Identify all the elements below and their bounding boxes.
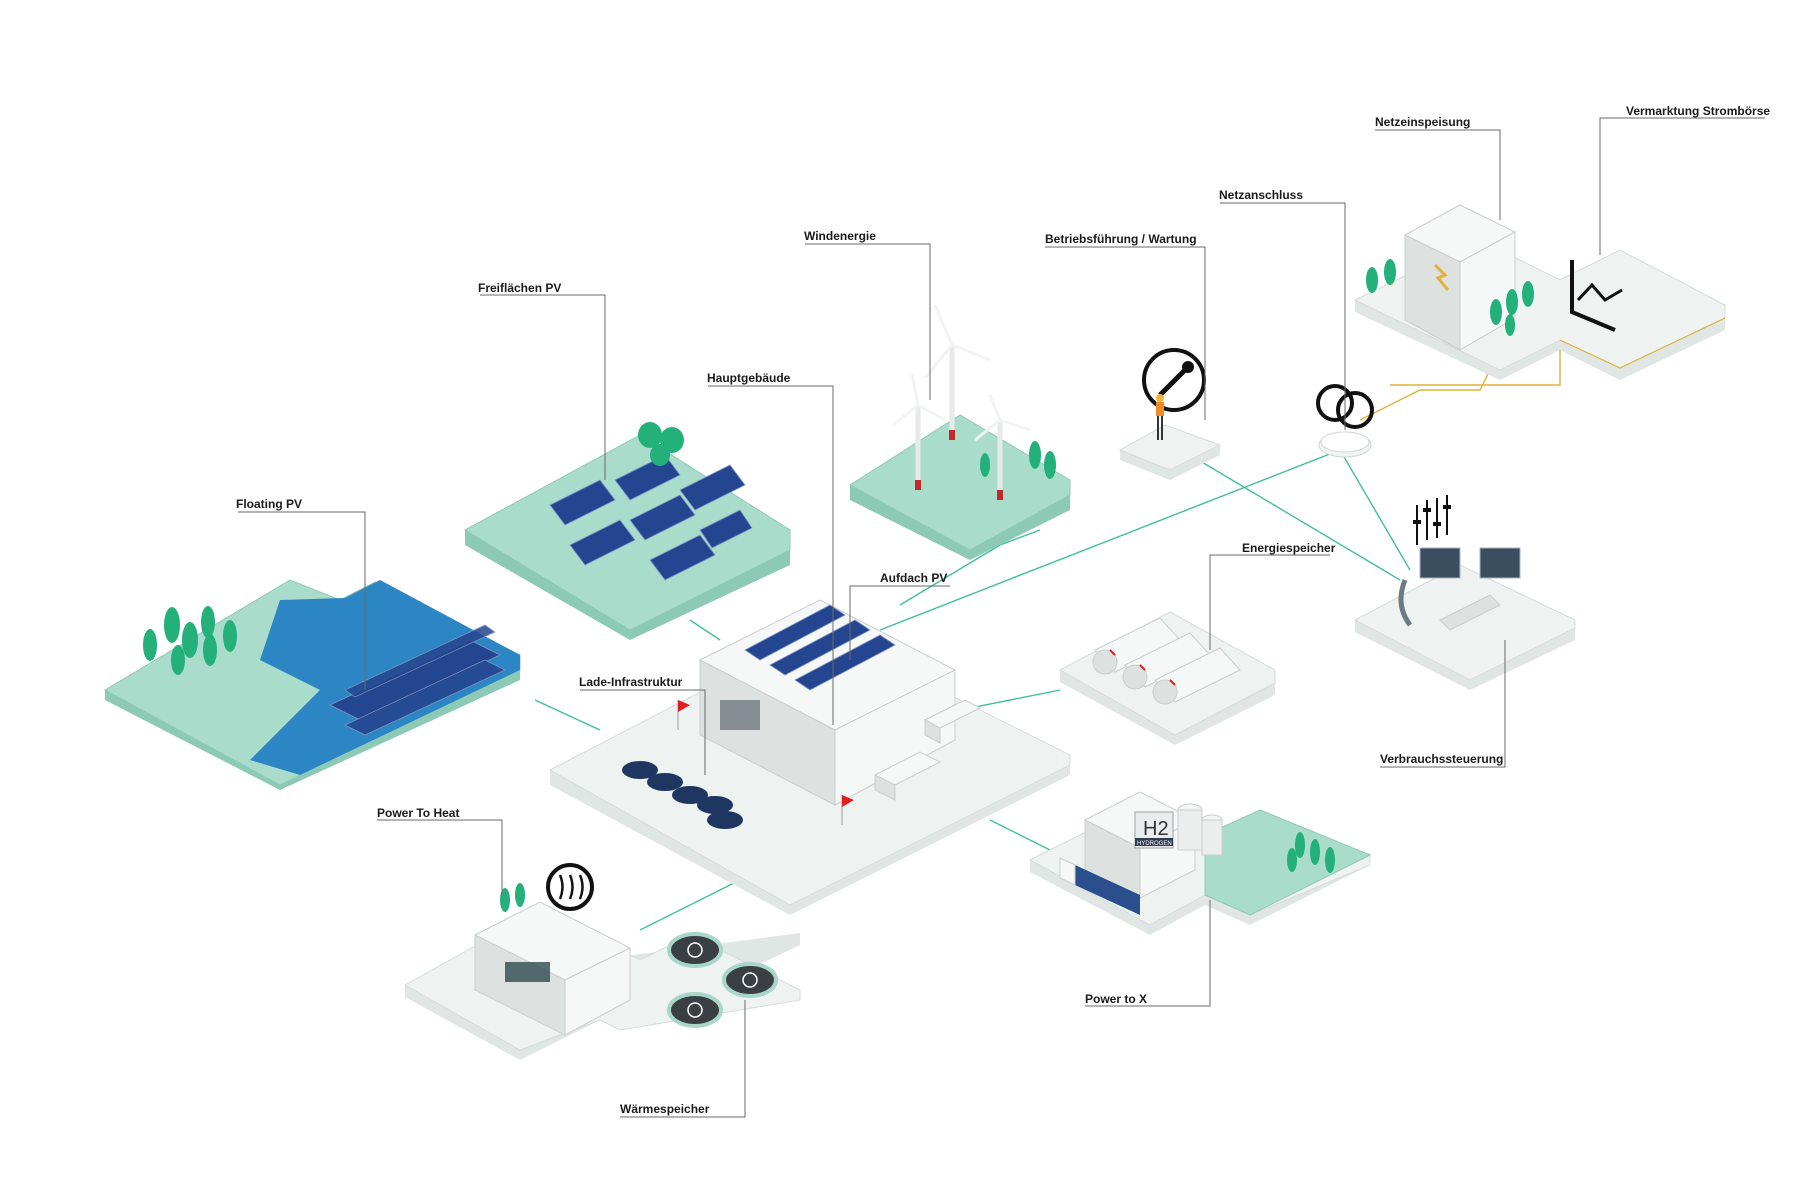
label-verbrauchssteuerung: Verbrauchssteuerung [1380, 752, 1503, 766]
battery-cells [1092, 617, 1241, 705]
label-betriebsfuehrung: Betriebsführung / Wartung [1045, 232, 1197, 246]
label-netzanschluss: Netzanschluss [1219, 188, 1303, 202]
freiflaechen-pv-island [463, 422, 791, 640]
label-freiflaechen-pv: Freiflächen PV [478, 281, 561, 295]
label-hauptgebaeude: Hauptgebäude [707, 371, 791, 385]
windenergie-island [849, 304, 1071, 560]
control-workstation [1398, 547, 1521, 631]
h2-symbol: H2 [1143, 818, 1169, 840]
rooftop-solar-array [744, 604, 896, 691]
hydrogen-text: HYDROGEN [1137, 841, 1172, 847]
ground-solar-array [549, 454, 753, 581]
label-vermarktung: Vermarktung Strombörse [1626, 104, 1770, 118]
tree-cluster [143, 606, 237, 675]
label-floating-pv: Floating PV [236, 497, 302, 511]
wind-turbine [974, 394, 1031, 500]
power-to-x-island: H2 HYDROGEN [1028, 791, 1372, 935]
label-netzeinspeisung: Netzeinspeisung [1375, 115, 1470, 129]
tree-cluster [638, 422, 684, 466]
flag [841, 795, 854, 825]
main-building [698, 599, 957, 806]
power-to-heat-island [403, 863, 801, 1060]
tree-cluster [1287, 832, 1335, 873]
tree-cluster [1366, 259, 1534, 336]
label-power-to-heat: Power To Heat [377, 806, 459, 820]
sliders-icon [1413, 495, 1451, 545]
heat-waves-icon [546, 863, 594, 911]
heat-plant-building [473, 883, 632, 1036]
price-chart-icon [1570, 260, 1623, 332]
betriebsfuehrung-island [1118, 348, 1222, 480]
wind-turbine [892, 374, 946, 490]
flag [677, 700, 690, 730]
energiespeicher-island [1058, 611, 1276, 745]
thermal-storage-tanks [667, 932, 778, 1028]
leader-lines [238, 117, 1765, 1118]
labels: Floating PV Freiflächen PV Windenergie H… [236, 104, 1770, 1116]
label-power-to-x: Power to X [1085, 992, 1147, 1006]
grid-office-building [1403, 204, 1517, 351]
label-lade-infrastruktur: Lade-Infrastruktur [579, 675, 683, 689]
netzanschluss-node [1316, 384, 1374, 458]
worker-figure [1156, 394, 1164, 440]
tanker-truck [1059, 857, 1140, 915]
label-aufdach-pv: Aufdach PV [880, 571, 947, 585]
netzeinspeisung-island [1353, 204, 1726, 380]
delivery-truck [923, 699, 982, 744]
charging-cars [622, 761, 743, 829]
grid-rings-icon [1316, 384, 1374, 429]
floating-solar-array [329, 624, 506, 736]
verbrauchssteuerung-island [1353, 495, 1576, 690]
wrench-icon [1142, 348, 1206, 412]
label-energiespeicher: Energiespeicher [1242, 541, 1336, 555]
label-windenergie: Windenergie [804, 229, 876, 243]
hauptgebaeude-island [548, 599, 1071, 915]
floating-pv-island [103, 579, 521, 790]
hydrogen-plant: H2 HYDROGEN [1083, 791, 1223, 899]
label-waermespeicher: Wärmespeicher [620, 1102, 710, 1116]
delivery-truck [873, 751, 942, 801]
